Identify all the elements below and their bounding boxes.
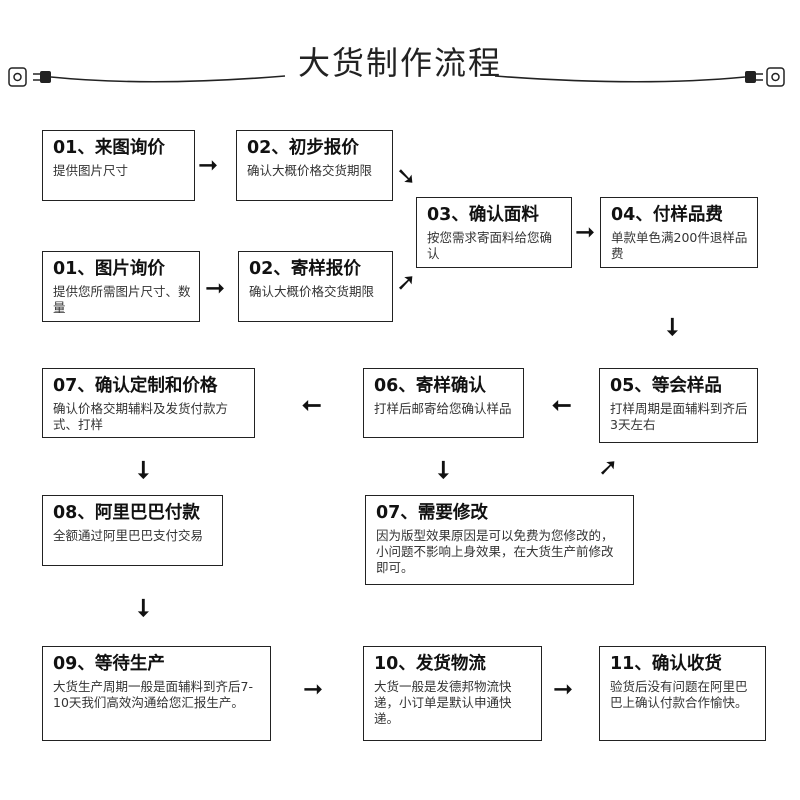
left-plug-icon: [33, 71, 51, 83]
step-title: 01、图片询价: [53, 259, 165, 279]
power-cord-decoration: [8, 67, 785, 87]
step-box-07-confirm-price: 07、确认定制和价格 确认价格交期辅料及发货付款方式、打样: [42, 368, 255, 438]
step-desc: 单款单色满200件退样品费: [611, 230, 748, 261]
arrow-right-icon: ➞: [303, 675, 324, 703]
step-title: 05、等会样品: [610, 376, 722, 396]
step-title: 04、付样品费: [611, 205, 723, 225]
arrow-up-right-icon: ➚: [598, 453, 619, 481]
step-box-07-revision: 07、需要修改 因为版型效果原因是可以免费为您修改的，小问题不影响上身效果，在大…: [365, 495, 634, 585]
step-title: 06、寄样确认: [374, 376, 486, 396]
left-socket-icon: [8, 67, 27, 87]
step-title: 02、初步报价: [247, 138, 359, 158]
arrow-down-icon: ⭣: [138, 594, 150, 622]
step-box-10-shipping: 10、发货物流 大货一般是发德邦物流快递，小订单是默认申通快递。: [363, 646, 542, 741]
step-box-08-alibaba-pay: 08、阿里巴巴付款 全额通过阿里巴巴支付交易: [42, 495, 223, 566]
step-desc: 确认大概价格交货期限: [247, 163, 373, 178]
step-title: 09、等待生产: [53, 654, 165, 674]
right-socket-icon: [766, 67, 785, 87]
step-title: 03、确认面料: [427, 205, 539, 225]
step-desc: 全额通过阿里巴巴支付交易: [53, 528, 204, 543]
arrow-up-right-icon: ➚: [396, 268, 417, 296]
step-box-01-inquiry: 01、来图询价 提供图片尺寸: [42, 130, 195, 201]
arrow-down-right-icon: ➘: [396, 162, 417, 190]
step-title: 02、寄样报价: [249, 259, 361, 279]
step-title: 07、确认定制和价格: [53, 376, 218, 396]
step-desc: 确认价格交期辅料及发货付款方式、打样: [53, 401, 229, 432]
right-plug-icon: [745, 71, 763, 83]
arrow-down-icon: ⭣: [438, 456, 450, 484]
step-box-02-sample-quote: 02、寄样报价 确认大概价格交货期限: [238, 251, 393, 322]
step-box-02-quote: 02、初步报价 确认大概价格交货期限: [236, 130, 393, 201]
arrow-down-icon: ⭣: [138, 456, 150, 484]
arrow-right-icon: ➞: [575, 218, 596, 246]
step-desc: 因为版型效果原因是可以免费为您修改的，小问题不影响上身效果，在大货生产前修改即可…: [376, 528, 614, 575]
step-desc: 确认大概价格交货期限: [249, 284, 375, 299]
step-desc: 验货后没有问题在阿里巴巴上确认付款合作愉快。: [610, 679, 748, 710]
step-desc: 打样后邮寄给您确认样品: [374, 401, 512, 416]
cord-line: [50, 75, 746, 83]
step-box-09-production: 09、等待生产 大货生产周期一般是面辅料到齐后7-10天我们高效沟通给您汇报生产…: [42, 646, 271, 741]
step-title: 10、发货物流: [374, 654, 486, 674]
arrow-right-icon: ➞: [198, 151, 219, 179]
step-title: 11、确认收货: [610, 654, 722, 674]
step-box-06-sample-confirm: 06、寄样确认 打样后邮寄给您确认样品: [363, 368, 524, 438]
step-desc: 提供您所需图片尺寸、数量: [53, 284, 191, 315]
arrow-left-icon: ⭠: [552, 390, 572, 418]
step-box-01-image-inquiry: 01、图片询价 提供您所需图片尺寸、数量: [42, 251, 200, 322]
step-title: 08、阿里巴巴付款: [53, 503, 200, 523]
step-desc: 打样周期是面辅料到齐后3天左右: [610, 401, 748, 432]
step-box-11-confirm-receipt: 11、确认收货 验货后没有问题在阿里巴巴上确认付款合作愉快。: [599, 646, 766, 741]
step-box-04-sample-fee: 04、付样品费 单款单色满200件退样品费: [600, 197, 758, 268]
step-desc: 提供图片尺寸: [53, 163, 129, 178]
step-box-05-wait-sample: 05、等会样品 打样周期是面辅料到齐后3天左右: [599, 368, 758, 443]
page-title: 大货制作流程: [297, 44, 502, 82]
step-desc: 大货一般是发德邦物流快递，小订单是默认申通快递。: [374, 679, 512, 726]
step-title: 07、需要修改: [376, 503, 488, 523]
step-desc: 大货生产周期一般是面辅料到齐后7-10天我们高效沟通给您汇报生产。: [53, 679, 253, 710]
step-title: 01、来图询价: [53, 138, 165, 158]
arrow-right-icon: ➞: [205, 274, 226, 302]
arrow-left-icon: ⭠: [302, 390, 322, 418]
step-desc: 按您需求寄面料给您确认: [427, 230, 553, 261]
arrow-right-icon: ➞: [553, 675, 574, 703]
step-box-03-fabric: 03、确认面料 按您需求寄面料给您确认: [416, 197, 572, 268]
arrow-down-icon: ⭣: [667, 313, 679, 341]
